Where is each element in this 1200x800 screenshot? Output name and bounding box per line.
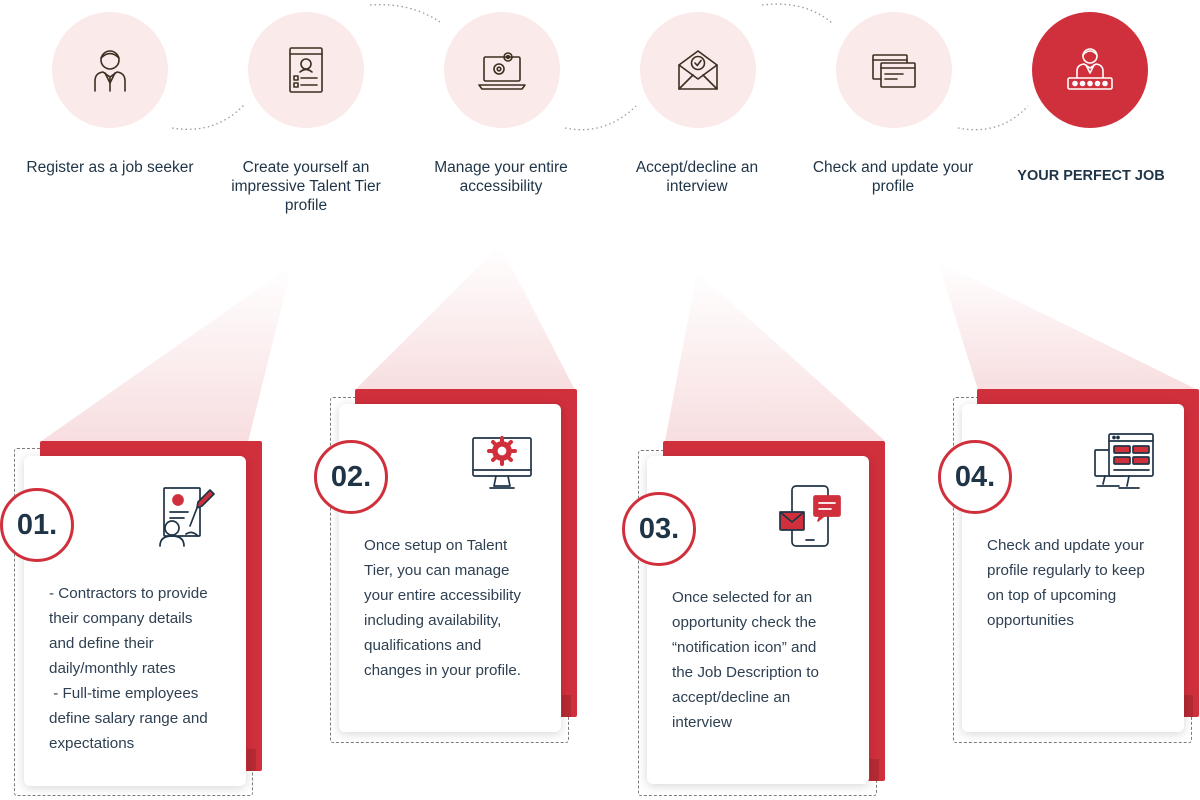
monitor-gear-icon [472, 436, 532, 489]
card-4-number: 04. [938, 440, 1012, 514]
envelope-check-icon [678, 50, 718, 90]
beam-1 [40, 265, 292, 442]
tablet-notification-icon [779, 485, 841, 547]
card-2-line: Once setup on Talent [364, 537, 508, 554]
contract-signing-icon [159, 487, 215, 547]
card-1-line: define salary range and [49, 710, 208, 727]
connector-4-5 [761, 3, 833, 24]
card-3-number: 03. [622, 492, 696, 566]
card-2-number: 02. [314, 440, 388, 514]
card-1-line: daily/monthly rates [49, 660, 176, 677]
beam-4 [938, 262, 1198, 390]
person-icon [94, 50, 126, 92]
beam-2 [355, 245, 575, 390]
step-6-circle [1032, 12, 1148, 128]
step-6-label: YOUR PERFECT JOB [1017, 168, 1165, 184]
card-1-number: 01. [0, 488, 74, 562]
card-3-line: accept/decline an [672, 689, 791, 706]
connector-5-6 [957, 105, 1029, 131]
step-5-circle [836, 12, 952, 128]
card-1-line: - Full-time employees [49, 685, 199, 702]
step-1-label: Register as a job seeker [26, 159, 194, 176]
laptop-gear-icon [478, 52, 526, 90]
card-4-line: Check and update your [987, 537, 1145, 554]
card-2-text: Once setup on Talent Tier, you can manag… [364, 533, 554, 683]
card-2-line: including availability, [364, 612, 502, 629]
card-3-line: interview [672, 714, 732, 731]
step-3-label: Manage your entire accessibility [434, 159, 568, 195]
dashboard-screens-icon [1094, 433, 1154, 489]
card-1-line: - Contractors to provide [49, 585, 208, 602]
card-3-line: “notification icon” and [672, 639, 817, 656]
step-5-label: Check and update your profile [812, 159, 974, 195]
connector-3-4 [564, 105, 637, 131]
card-3-line: the Job Description to [672, 664, 819, 681]
card-4-text: Check and update your profile regularly … [987, 533, 1179, 633]
profile-document-icon [289, 47, 323, 93]
card-1-text: - Contractors to provide their company d… [49, 581, 244, 756]
card-4-line: on top of upcoming [987, 587, 1117, 604]
beam-3 [665, 272, 885, 441]
card-3-line: Once selected for an [672, 589, 813, 606]
connector-2-3 [369, 3, 441, 23]
step-4-label: Accept/decline an interview [635, 159, 759, 195]
card-2-line: Tier, you can manage [364, 562, 510, 579]
card-1-line: their company details [49, 610, 193, 627]
card-3-text: Once selected for an opportunity check t… [672, 585, 862, 735]
step-3-circle [444, 12, 560, 128]
step-2-label: Create yourself an impressive Talent Tie… [231, 159, 381, 214]
rated-person-icon [1067, 48, 1113, 90]
card-3-line: opportunity check the [672, 614, 817, 631]
browser-windows-icon [872, 54, 916, 88]
card-4-line: profile regularly to keep [987, 562, 1145, 579]
card-2-line: your entire accessibility [364, 587, 521, 604]
card-1-line: expectations [49, 735, 135, 752]
card-2-line: qualifications and [364, 637, 482, 654]
step-4-circle [640, 12, 756, 128]
card-2-line: changes in your profile. [364, 662, 522, 679]
step-2-circle [248, 12, 364, 128]
step-1-circle [52, 12, 168, 128]
card-4-line: opportunities [987, 612, 1074, 629]
connector-1-2 [171, 104, 245, 130]
card-1-line: and define their [49, 635, 154, 652]
